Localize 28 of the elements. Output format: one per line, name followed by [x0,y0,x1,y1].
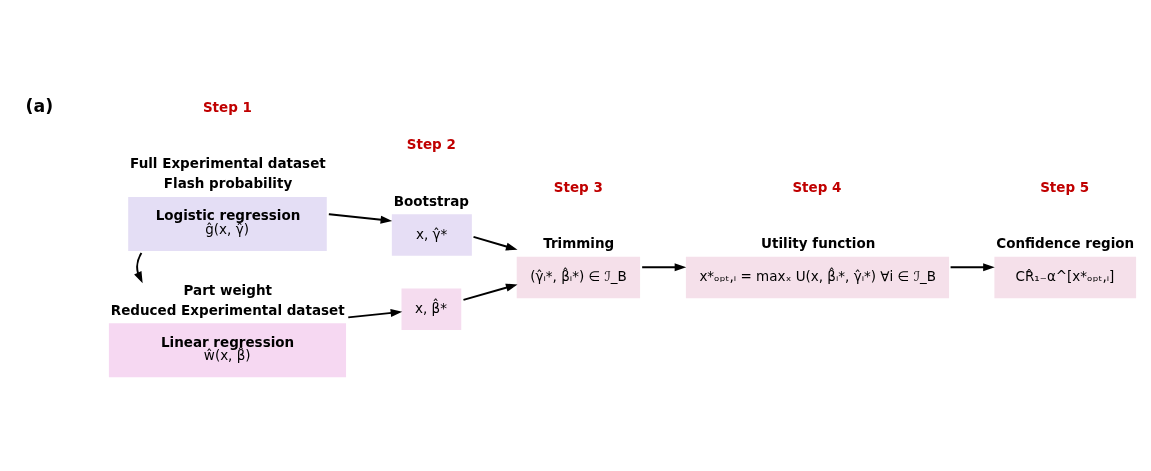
label: Step 5 [1040,178,1090,195]
label: Step 2 [406,136,456,153]
node-box: Logistic regression ĝ(x, γ̂) [128,196,327,251]
arrow [134,252,143,284]
node-label: Confidence region [996,235,1135,252]
arrow [949,263,995,272]
label: (a) [25,96,54,117]
arrow [347,308,403,319]
label: Step 1 [202,98,252,115]
node-label: Trimming [543,235,615,252]
arrow [641,263,687,272]
arrow [462,283,518,301]
node-label: Flash probability [163,175,293,192]
node-label: Bootstrap [393,192,469,209]
node-box: (γ̂ᵢ*, β̂ᵢ*) ∈ ℐ_B [516,256,641,299]
node-box: x*ₒₚₜ,ᵢ = maxₓ U(x, β̂ᵢ*, γ̂ᵢ*) ∀i ∈ ℐ_B [685,256,950,299]
node-label: Part weight [183,281,272,298]
node-label: Full Experimental dataset [130,155,326,172]
node-box: x, γ̂* [391,214,472,256]
label: Step 3 [553,178,603,195]
node-label: Reduced Experimental dataset [110,301,345,318]
arrow [327,213,393,224]
node-box: x, β̂* [401,288,462,330]
node-box: Linear regression ŵ(x, β̂) [108,323,347,378]
node-box: CR̂₁₋α^[x*ₒₚₜ,ᵢ] [994,256,1137,299]
arrow [472,235,518,251]
label: Step 4 [792,178,842,195]
node-label: Utility function [761,235,876,252]
